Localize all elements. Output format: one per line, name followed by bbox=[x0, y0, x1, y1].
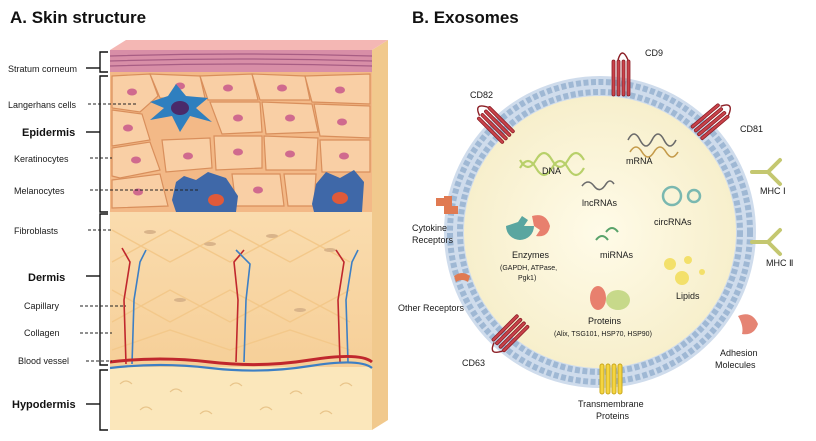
label-cytokine-line2: Receptors bbox=[412, 235, 454, 245]
lncrna-icon bbox=[581, 180, 615, 191]
cd82-protein bbox=[477, 105, 515, 144]
label-hypodermis: Hypodermis bbox=[12, 399, 76, 411]
label-mhc-i: MHC Ⅰ bbox=[760, 186, 786, 196]
dermis-layer bbox=[110, 212, 372, 367]
label-mrna: mRNA bbox=[626, 156, 653, 166]
label-lncrnas: lncRNAs bbox=[582, 198, 618, 208]
dna-icon bbox=[519, 151, 585, 177]
label-stratum-corneum: Stratum corneum bbox=[8, 64, 77, 74]
label-transmembrane-line1: Transmembrane bbox=[578, 399, 644, 409]
label-adhesion-line1: Adhesion bbox=[720, 348, 758, 358]
label-collagen: Collagen bbox=[24, 328, 60, 338]
label-epidermis: Epidermis bbox=[22, 127, 75, 139]
label-fibroblasts: Fibroblasts bbox=[14, 226, 59, 236]
label-other-receptors: Other Receptors bbox=[398, 303, 465, 313]
keratinocyte-nuclei bbox=[123, 82, 349, 196]
protein-icon bbox=[590, 286, 630, 310]
other-receptor bbox=[454, 273, 470, 282]
transmembrane-protein bbox=[599, 363, 623, 395]
label-cd9: CD9 bbox=[645, 48, 663, 58]
panel-a-title: A. Skin structure bbox=[10, 8, 146, 27]
mirna-icon bbox=[595, 227, 619, 241]
hypodermis-fibers bbox=[119, 380, 353, 415]
label-dermis: Dermis bbox=[28, 272, 65, 284]
label-enzymes-sub1: (GAPDH, ATPase, bbox=[500, 265, 557, 272]
label-cd81: CD81 bbox=[740, 124, 763, 134]
label-cytokine-line1: Cytokine bbox=[412, 223, 447, 233]
layer-brackets bbox=[86, 51, 108, 431]
enzyme-icon bbox=[506, 215, 550, 240]
melanocyte-cells bbox=[172, 170, 364, 212]
fibroblast-cells bbox=[144, 230, 336, 312]
label-mhc-ii: MHC Ⅱ bbox=[766, 258, 793, 268]
label-dna: DNA bbox=[542, 166, 561, 176]
hypodermis-layer bbox=[110, 367, 372, 430]
blood-vessel-red bbox=[109, 354, 373, 367]
label-proteins: Proteins bbox=[588, 316, 622, 326]
langerhans-cell bbox=[150, 84, 212, 132]
cd63-protein bbox=[491, 314, 530, 353]
label-adhesion-line2: Molecules bbox=[715, 360, 756, 370]
stratum-corneum-layer bbox=[110, 50, 372, 72]
mhc-ii-molecule bbox=[750, 228, 782, 256]
label-cd82: CD82 bbox=[470, 90, 493, 100]
cytokine-receptor bbox=[436, 196, 458, 214]
pointer-arrows bbox=[80, 103, 200, 362]
mrna-icon bbox=[627, 133, 679, 158]
label-enzymes: Enzymes bbox=[512, 250, 550, 260]
label-enzymes-sub2: Pgk1) bbox=[518, 275, 536, 282]
mhc-i-molecule bbox=[750, 158, 782, 186]
cd81-protein bbox=[690, 103, 731, 140]
circrna-icon bbox=[661, 185, 702, 207]
label-melanocytes: Melanocytes bbox=[14, 186, 65, 196]
panel-b-title: B. Exosomes bbox=[412, 8, 519, 27]
label-keratinocytes: Keratinocytes bbox=[14, 154, 69, 164]
label-lipids: Lipids bbox=[676, 291, 700, 301]
label-langerhans-cells: Langerhans cells bbox=[8, 100, 77, 110]
lipid-icon bbox=[664, 256, 705, 285]
label-blood-vessel: Blood vessel bbox=[18, 356, 69, 366]
label-proteins-sub: (Alix, TSG101, HSP70, HSP90) bbox=[554, 331, 652, 338]
cd9-protein bbox=[611, 52, 631, 97]
blood-vessel-blue bbox=[109, 361, 373, 372]
label-transmembrane-line2: Proteins bbox=[596, 411, 630, 421]
label-mirnas: miRNAs bbox=[600, 250, 633, 260]
label-cd63: CD63 bbox=[462, 358, 485, 368]
label-circrnas: circRNAs bbox=[654, 217, 692, 227]
capillaries bbox=[121, 247, 359, 365]
label-capillary: Capillary bbox=[24, 301, 60, 311]
collagen-fibers bbox=[111, 229, 351, 351]
adhesion-molecule bbox=[738, 314, 758, 335]
